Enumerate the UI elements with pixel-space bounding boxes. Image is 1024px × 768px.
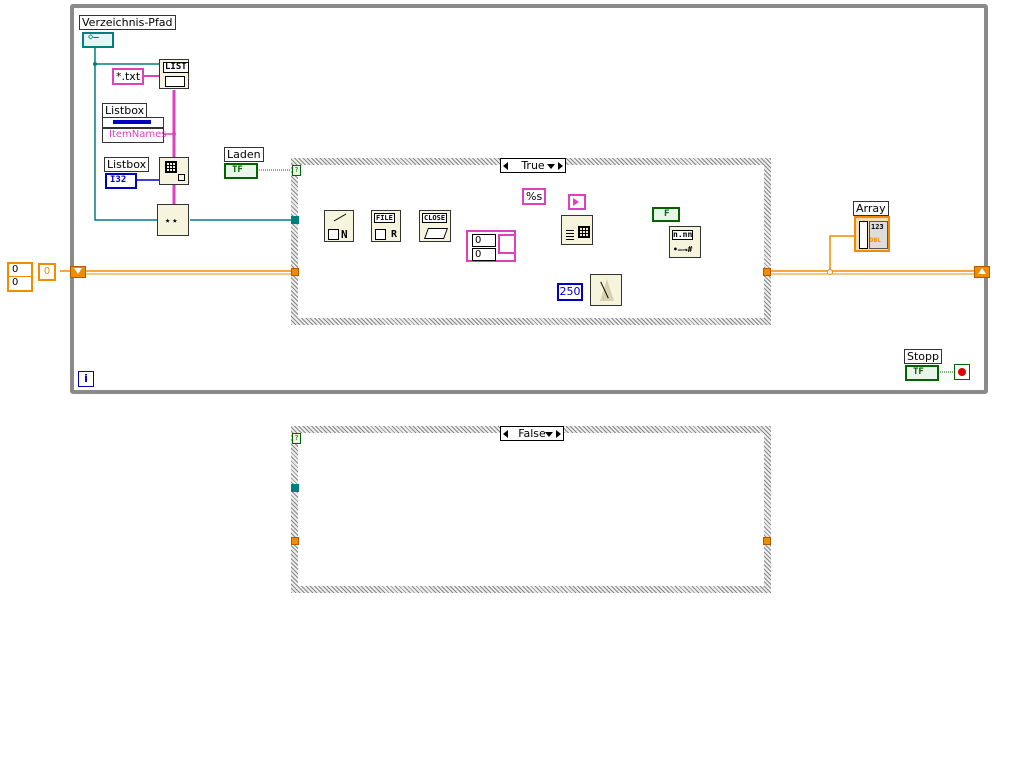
loop-condition-terminal[interactable] [954,364,970,380]
false-text: F [664,209,670,219]
listbox2-label: Listbox [104,157,150,172]
i32-text: I32 [110,175,127,185]
listbox-i32-terminal[interactable]: I32 [105,173,137,189]
reg-a[interactable]: 0 [9,264,31,277]
orange-tunnel-out[interactable] [763,268,771,276]
stopp-label: Stopp [904,349,942,364]
item-names-property[interactable]: ItemNames [102,128,167,143]
read-disk-icon [375,229,386,240]
stopp-tf: TF [913,367,924,377]
array-label: Array [853,201,889,216]
laden-tf: TF [232,165,243,175]
case-selector-terminal-false[interactable]: ? [292,433,301,444]
orange-tunnel-out-false[interactable] [763,537,771,545]
dir-path-label: Verzeichnis-Pfad [79,15,176,30]
prev-case-false-icon[interactable] [503,430,508,438]
dropdown-false-icon[interactable] [545,432,553,437]
metronome-icon [600,279,614,301]
case-selector-terminal[interactable]: ? [292,165,301,176]
array-indicator[interactable]: 123 DBL [854,216,890,252]
orange-tunnel-in[interactable] [291,268,299,276]
listbox1-icon [102,117,164,128]
array-constant[interactable]: 0 0 [466,230,516,262]
open-n-text: N [341,228,348,241]
dir-path-terminal[interactable]: ⋄– [82,32,114,48]
loop-iteration-terminal[interactable]: i [78,371,94,387]
arrow-icon [333,213,347,222]
dropdown-icon[interactable] [547,164,555,169]
folder-icon [165,76,185,87]
number-icon: n.nn [672,230,694,240]
right-arrow-icon [573,198,579,206]
prev-case-icon[interactable] [503,162,508,170]
close-text: CLOSE [422,213,448,223]
convert-arrow-icon: •–→# [673,245,693,254]
string-to-number-node[interactable]: n.nn •–→# [669,226,701,258]
while-loop[interactable] [70,4,988,394]
format-constant[interactable]: %s [522,188,547,205]
case-selector-false[interactable]: False [500,426,564,441]
stopp-terminal[interactable]: TF [905,365,939,381]
strip-path-icon: ⋆⋆ [164,214,179,228]
item-names-text: ItemNames [109,129,167,140]
dbl-num-text: 123 [871,223,884,231]
read-file-node[interactable]: FILE R [371,210,401,242]
next-case-false-icon[interactable] [556,430,561,438]
pattern-constant[interactable]: *.txt [112,68,145,85]
dbl-indicator: 123 DBL [869,221,888,249]
delimiter-constant[interactable] [568,194,586,210]
shift-up-icon [978,268,986,274]
shift-register-right[interactable] [974,266,990,278]
shift-down-icon [74,268,82,274]
open-file-node[interactable]: N [324,210,354,242]
case-selector-false-text: False [518,427,546,440]
spreadsheet-to-array-node[interactable] [561,215,593,245]
listbox1-label: Listbox [102,103,148,118]
orange-tunnel-in-false[interactable] [291,537,299,545]
build-array-node[interactable] [159,157,189,185]
laden-terminal[interactable]: TF [224,163,258,179]
strip-path-node[interactable]: ⋆⋆ [157,204,189,236]
dbl-type-text: DBL [870,237,881,244]
reg-default[interactable]: 0 [38,263,56,281]
grid-icon [165,161,177,173]
wait-constant[interactable]: 250 [557,283,583,301]
array-idx-2[interactable]: 0 [472,248,496,261]
false-constant[interactable]: F [652,207,680,222]
next-case-icon[interactable] [558,162,563,170]
list-node-label: LIST [163,62,189,73]
disk-icon [328,229,339,240]
close-disk-icon [423,228,449,239]
array-element[interactable] [498,234,516,254]
path-icon: ⋄– [88,33,99,43]
path-tunnel-false[interactable] [291,484,299,492]
small-box-icon [178,174,185,181]
case-structure-false[interactable] [291,426,771,593]
case-selector-true[interactable]: True [500,158,566,173]
list-folder-node[interactable]: LIST [159,59,189,89]
stop-icon [958,368,966,376]
read-r-text: R [391,229,398,240]
path-tunnel[interactable] [291,216,299,224]
file-text: FILE [374,213,395,223]
case-selector-true-text: True [521,159,545,172]
array-index-icon [859,221,868,249]
wait-node[interactable] [590,274,622,306]
array-idx-1[interactable]: 0 [472,234,496,247]
shift-register-init[interactable]: 0 0 [7,262,33,292]
reg-b[interactable]: 0 [12,277,19,288]
string-grid-icon [566,228,574,240]
laden-label: Laden [224,147,264,162]
spreadsheet-icon [578,226,590,238]
shift-register-left[interactable] [70,266,86,278]
close-file-node[interactable]: CLOSE [419,210,451,242]
